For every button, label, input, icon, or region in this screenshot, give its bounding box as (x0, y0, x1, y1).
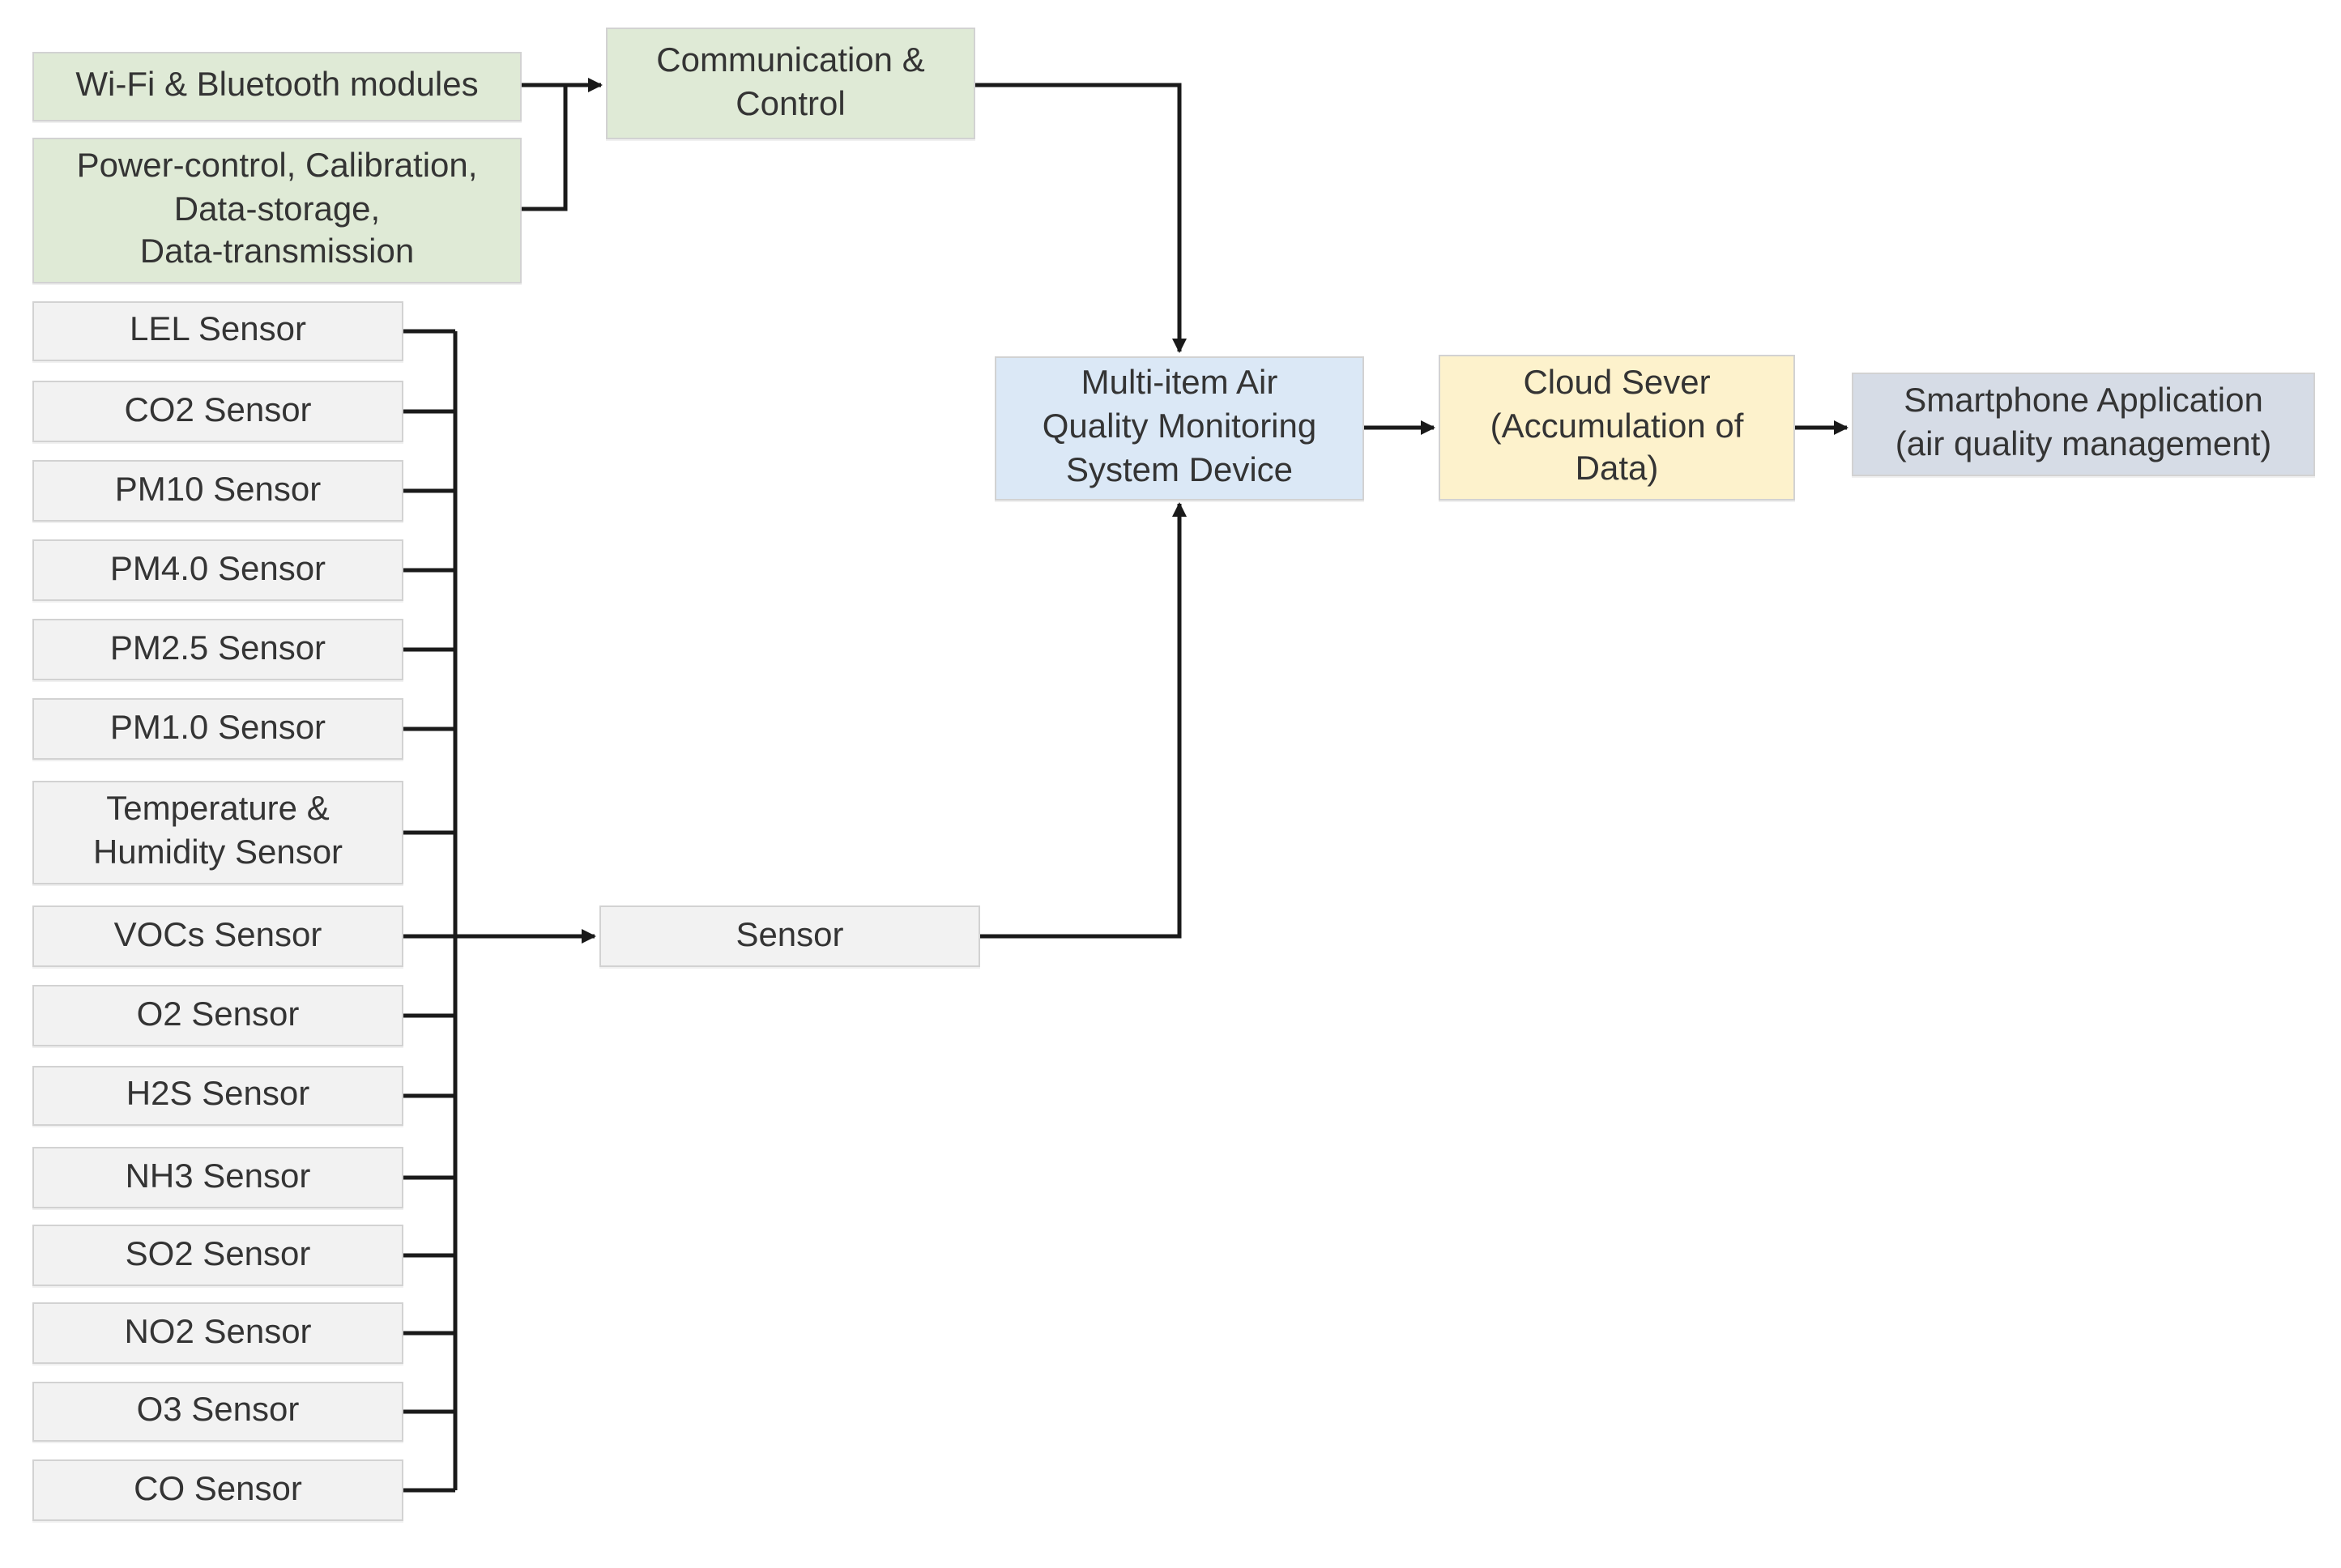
node-pm2-5-sensor: PM2.5 Sensor (32, 619, 403, 680)
node-pm10-sensor: PM10 Sensor (32, 460, 403, 522)
connector-sensor-to-device (980, 502, 1187, 939)
node-cloud-server: Cloud Sever (Accumulation of Data) (1439, 355, 1795, 501)
node-temperature-humidity-sensor: Temperature & Humidity Sensor (32, 781, 403, 884)
connector-group (403, 78, 1848, 1493)
node-pm1-0-sensor: PM1.0 Sensor (32, 698, 403, 760)
node-smartphone-application: Smartphone Application (air quality mana… (1852, 373, 2315, 476)
node-communication-control: Communication & Control (606, 28, 975, 139)
node-sensor-hub: Sensor (599, 905, 980, 967)
node-power-control-functions: Power-control, Calibration, Data-storage… (32, 138, 522, 283)
node-nh3-sensor: NH3 Sensor (32, 1147, 403, 1208)
node-co-sensor: CO Sensor (32, 1459, 403, 1521)
node-so2-sensor: SO2 Sensor (32, 1225, 403, 1286)
node-co2-sensor: CO2 Sensor (32, 381, 403, 442)
node-pm4-0-sensor: PM4.0 Sensor (32, 539, 403, 601)
node-no2-sensor: NO2 Sensor (32, 1302, 403, 1364)
node-o2-sensor: O2 Sensor (32, 985, 403, 1046)
node-h2s-sensor: H2S Sensor (32, 1066, 403, 1126)
connector-comm-to-device (975, 83, 1187, 353)
node-lel-sensor: LEL Sensor (32, 301, 403, 361)
node-wifi-bluetooth-modules: Wi-Fi & Bluetooth modules (32, 52, 522, 121)
node-vocs-sensor: VOCs Sensor (32, 905, 403, 967)
connector-power-to-junction (522, 85, 568, 211)
node-monitoring-system-device: Multi-item Air Quality Monitoring System… (995, 356, 1364, 501)
node-o3-sensor: O3 Sensor (32, 1382, 403, 1442)
